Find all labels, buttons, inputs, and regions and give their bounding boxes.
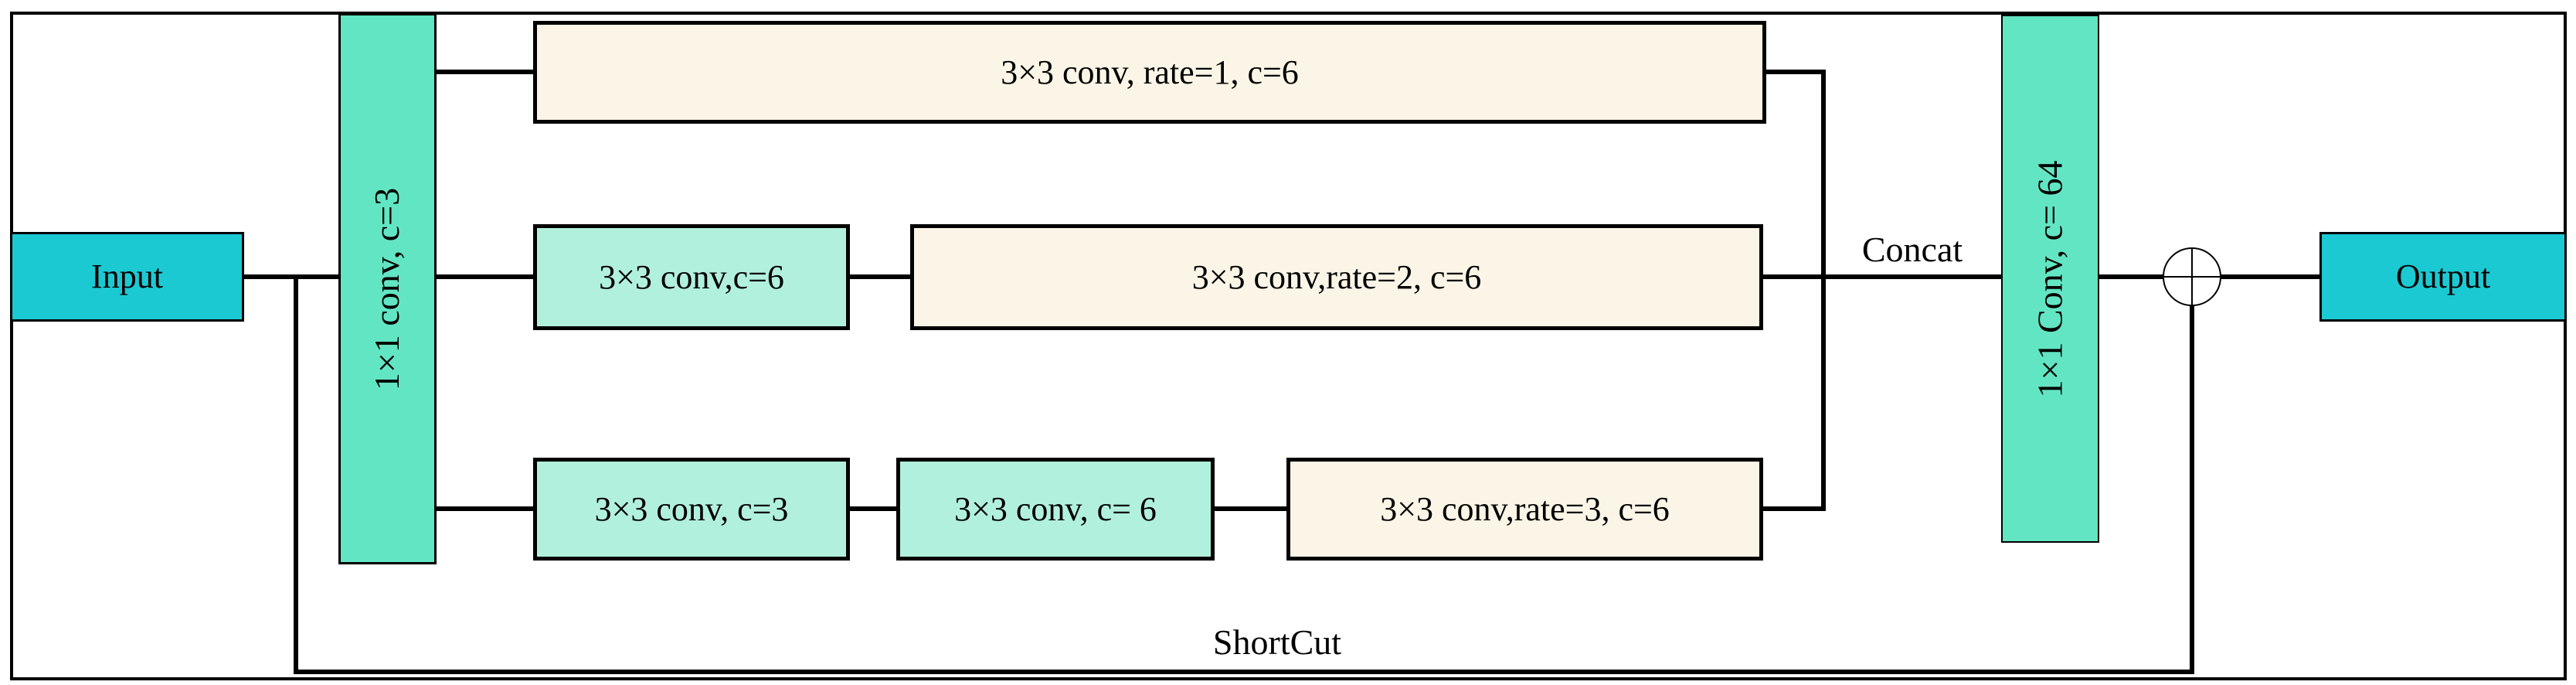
conv1x1-out-node: 1×1 Conv, c= 64 bbox=[2001, 15, 2099, 543]
add-icon bbox=[2163, 247, 2221, 306]
edge-branch3-to-collector bbox=[1763, 506, 1826, 511]
add-icon-horizontal-bar bbox=[2164, 276, 2220, 278]
edge-branch2-internal bbox=[850, 274, 910, 279]
output-label: Output bbox=[2395, 257, 2491, 295]
edge-add-to-output bbox=[2220, 274, 2321, 279]
shortcut-rise-line bbox=[2190, 305, 2194, 674]
branch3-conv1-label: 3×3 conv, c=3 bbox=[594, 489, 789, 528]
conv1x1-in-label: 1×1 conv, c=3 bbox=[367, 187, 407, 390]
concat-collector-line bbox=[1821, 70, 1826, 511]
branch1-dilated-conv-node: 3×3 conv, rate=1, c=6 bbox=[533, 21, 1766, 124]
edge-conv1-to-branch1 bbox=[437, 70, 533, 74]
edge-branch3-internal-2 bbox=[1215, 506, 1286, 511]
edge-branch1-to-collector bbox=[1766, 70, 1826, 74]
shortcut-label: ShortCut bbox=[1212, 622, 1342, 662]
branch3-conv2-label: 3×3 conv, c= 6 bbox=[954, 489, 1157, 528]
branch2-conv1-label: 3×3 conv,c=6 bbox=[599, 257, 784, 296]
branch3-conv2-node: 3×3 conv, c= 6 bbox=[896, 458, 1215, 561]
branch3-conv3-label: 3×3 conv,rate=3, c=6 bbox=[1380, 489, 1670, 528]
branch3-conv1-node: 3×3 conv, c=3 bbox=[533, 458, 850, 561]
edge-conv1-to-branch3 bbox=[437, 506, 533, 511]
output-node: Output bbox=[2319, 232, 2567, 322]
branch3-dilated-conv-node: 3×3 conv,rate=3, c=6 bbox=[1286, 458, 1763, 561]
conv1x1-out-label: 1×1 Conv, c= 64 bbox=[2030, 160, 2070, 397]
edge-conv1-to-branch2 bbox=[437, 274, 533, 279]
edge-conv2-to-add bbox=[2099, 274, 2164, 279]
branch1-conv-label: 3×3 conv, rate=1, c=6 bbox=[1001, 53, 1299, 91]
branch2-conv2-label: 3×3 conv,rate=2, c=6 bbox=[1191, 257, 1482, 296]
branch2-dilated-conv-node: 3×3 conv,rate=2, c=6 bbox=[910, 224, 1763, 330]
branch2-conv-node: 3×3 conv,c=6 bbox=[533, 224, 850, 330]
conv1x1-in-node: 1×1 conv, c=3 bbox=[338, 13, 437, 564]
edge-input-to-conv1 bbox=[244, 274, 342, 279]
edge-branch3-internal-1 bbox=[850, 506, 896, 511]
edge-concat-to-conv2 bbox=[1763, 274, 2003, 279]
concat-label: Concat bbox=[1861, 230, 1963, 269]
input-label: Input bbox=[91, 257, 163, 295]
shortcut-drop-line bbox=[294, 274, 298, 674]
input-node: Input bbox=[10, 232, 244, 322]
shortcut-horizontal-line bbox=[294, 670, 2194, 674]
